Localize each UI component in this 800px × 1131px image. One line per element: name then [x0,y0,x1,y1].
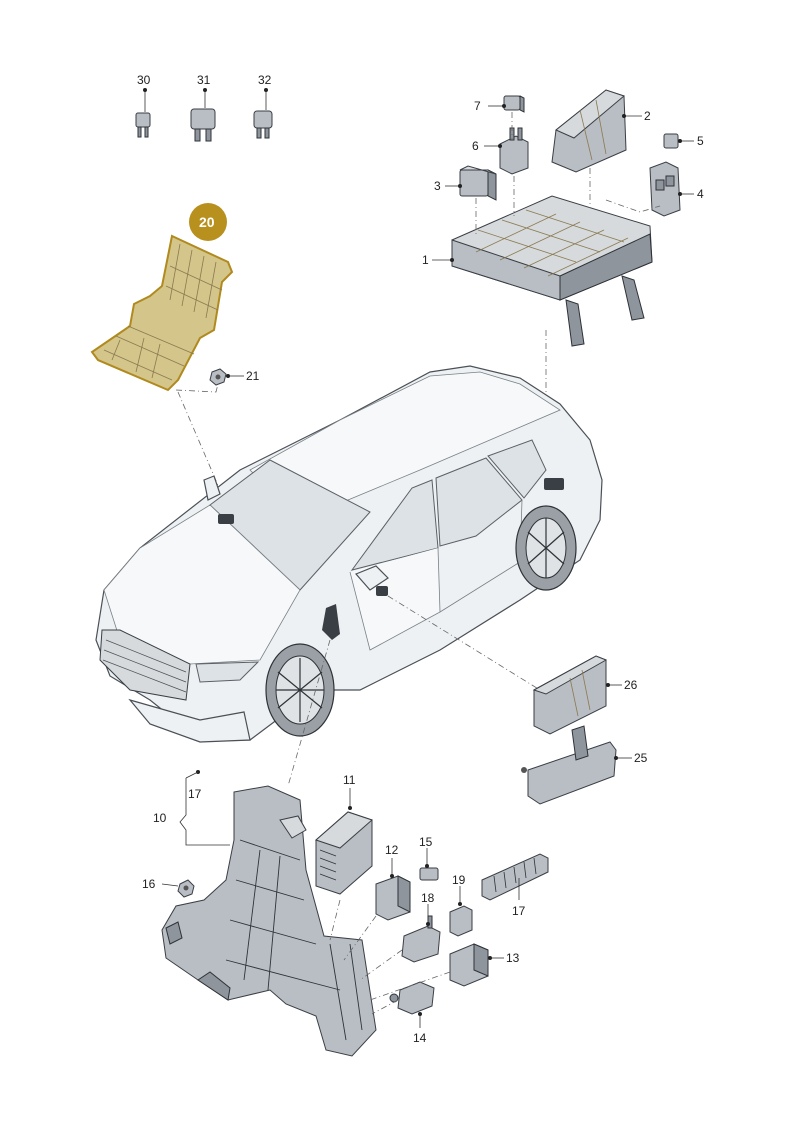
nut-21[interactable] [209,368,244,386]
callout-15: 15 [419,835,433,849]
callout-2: 2 [644,109,651,123]
control-unit-part-11[interactable] [315,811,373,895]
mount-point-front [218,514,234,524]
control-unit-part-26[interactable] [532,655,608,735]
relay-part-13[interactable] [449,943,489,987]
mount-point-rear [544,478,564,490]
callout-17-upper: 17 [188,787,202,801]
nut-part-16[interactable] [177,879,195,898]
callout-25: 25 [634,751,648,765]
connector-part-4[interactable] [649,161,681,217]
bracket-part-20[interactable] [90,234,234,392]
callout-19: 19 [452,873,466,887]
callout-17-lower: 17 [512,904,526,918]
fuse-31[interactable] [190,88,216,142]
callout-16: 16 [142,877,156,891]
callout-31: 31 [197,73,211,87]
callout-21: 21 [246,369,260,383]
relay-part-7[interactable] [503,95,525,113]
fuse-30[interactable] [135,88,151,138]
mounting-bracket-part-25[interactable] [521,725,617,805]
callout-1: 1 [422,253,429,267]
badge-label-20: 20 [199,214,215,230]
relay-part-6[interactable] [499,127,529,175]
cover-part-2[interactable] [551,89,627,173]
callout-12: 12 [385,843,399,857]
highlight-badge-20[interactable]: 20 [189,203,227,241]
callout-18: 18 [421,891,435,905]
fuse-strip-part-17[interactable] [481,853,549,901]
callout-6: 6 [472,139,479,153]
relay-part-12[interactable] [375,875,411,921]
fuse-part-15[interactable] [419,867,439,881]
callout-26: 26 [624,678,638,692]
callout-10: 10 [153,811,167,825]
relay-part-3[interactable] [459,165,497,201]
relay-part-19[interactable] [449,905,473,937]
callout-4: 4 [697,187,704,201]
fuse-32[interactable] [253,88,273,139]
callout-7: 7 [474,99,481,113]
callout-5: 5 [697,134,704,148]
callout-32: 32 [258,73,272,87]
callout-14: 14 [413,1031,427,1045]
vehicle-body [95,365,603,743]
relay-carrier-part-1[interactable] [451,195,653,347]
relay-part-18[interactable] [401,915,441,963]
fuse-part-5[interactable] [663,133,679,149]
relay-part-14[interactable] [389,981,435,1015]
callout-11: 11 [343,773,356,787]
callout-13: 13 [506,951,520,965]
callout-30: 30 [137,73,151,87]
mount-point-a-pillar [322,604,340,640]
mount-point-side [376,586,388,596]
callout-3: 3 [434,179,441,193]
relay-panel-part-10[interactable] [161,785,377,1057]
